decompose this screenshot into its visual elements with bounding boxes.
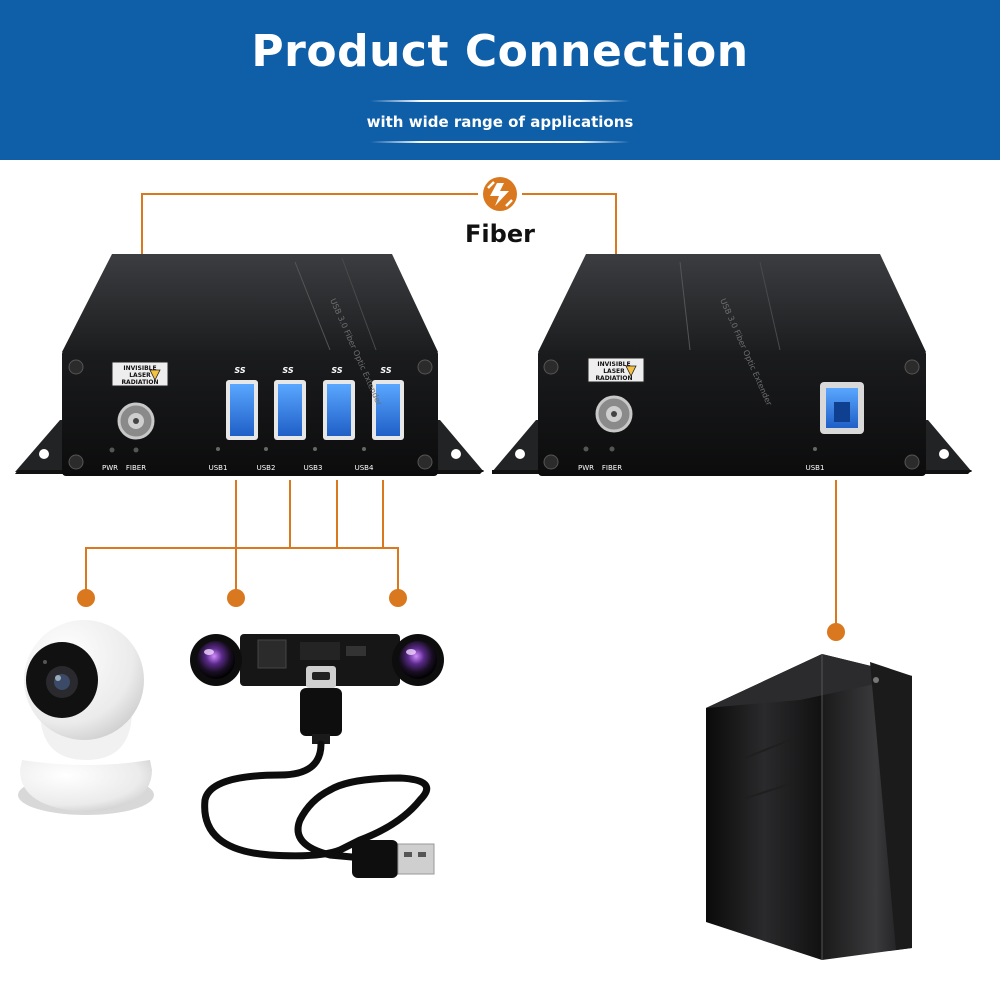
tx-warning-line-2: LASER — [129, 372, 151, 379]
tx-port-label-usb4: USB4 — [355, 464, 374, 472]
tx-warning-line-1: INVISIBLE — [123, 365, 156, 372]
page-title: Product Connection — [251, 26, 749, 77]
rx-port-label-usb1: USB1 — [806, 464, 825, 472]
rx-indicator-pwr: PWR — [578, 464, 594, 472]
rx-warning-line-2: LASER — [603, 368, 625, 375]
tx-indicator-fiber: FIBER — [126, 464, 146, 472]
rx-warning-line-3: RADIATION — [595, 375, 632, 382]
ip-camera-icon — [18, 620, 154, 815]
title-rule-bottom — [370, 141, 630, 143]
device-connection-lines — [85, 480, 837, 632]
fiber-link-icon — [483, 177, 517, 211]
tx-indicator-pwr: PWR — [102, 464, 118, 472]
receiver-unit: INVISIBLE LASER RADIATION PWR FIBER USB1… — [492, 254, 972, 476]
tx-port-label-usb1: USB1 — [209, 464, 228, 472]
connection-dots — [77, 589, 845, 641]
tx-ss-logo-2: SS — [282, 366, 293, 375]
tx-ss-logo-1: SS — [234, 366, 245, 375]
usb-cable-icon — [201, 688, 435, 878]
header-banner: Product Connection with wide range of ap… — [0, 0, 1000, 160]
tx-warning-line-3: RADIATION — [121, 379, 158, 386]
fiber-label: Fiber — [465, 220, 535, 248]
page-subtitle: with wide range of applications — [366, 113, 634, 131]
rx-warning-line-1: INVISIBLE — [597, 361, 630, 368]
transmitter-unit: INVISIBLE LASER RADIATION SS SS SS SS PW… — [15, 254, 484, 476]
tx-port-label-usb3: USB3 — [304, 464, 323, 472]
title-rule-top — [370, 100, 630, 102]
stereo-camera-module-icon — [190, 634, 444, 688]
tx-port-label-usb2: USB2 — [257, 464, 276, 472]
tx-ss-logo-4: SS — [380, 366, 391, 375]
tx-ss-logo-3: SS — [331, 366, 342, 375]
pc-tower-icon — [706, 654, 912, 960]
rx-indicator-fiber: FIBER — [602, 464, 622, 472]
